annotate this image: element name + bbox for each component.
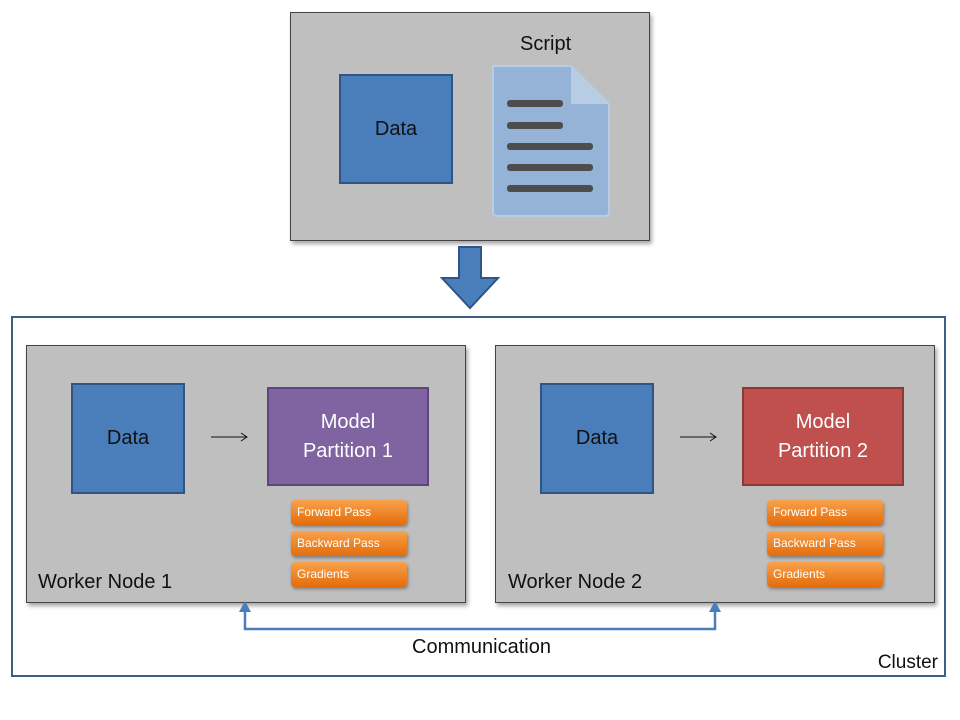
communication-label: Communication	[412, 636, 551, 658]
backward-pass-step: Backward Pass	[767, 531, 883, 556]
gradients-step: Gradients	[767, 562, 883, 587]
communication-connector	[239, 601, 721, 631]
model-partition-2: Model Partition 2	[742, 387, 904, 486]
model-2-line2: Partition 2	[777, 439, 869, 462]
model-2-line1: Model	[795, 410, 851, 433]
model-1-line1: Model	[320, 410, 376, 433]
model-1-line2: Partition 1	[302, 439, 394, 462]
worker-2-data-box: Data	[540, 383, 654, 494]
arrow-right-icon	[211, 432, 248, 442]
worker-1-data-label: Data	[106, 427, 150, 449]
backward-pass-step: Backward Pass	[291, 531, 407, 556]
worker-1-label: Worker Node 1	[38, 571, 173, 593]
input-data-box: Data	[339, 74, 453, 184]
document-icon	[492, 65, 610, 217]
down-arrow-icon	[440, 246, 500, 310]
gradients-step: Gradients	[291, 562, 407, 587]
worker-2-label: Worker Node 2	[508, 571, 643, 593]
input-data-label: Data	[374, 117, 418, 140]
model-partition-1: Model Partition 1	[267, 387, 429, 486]
forward-pass-step: Forward Pass	[291, 500, 407, 525]
script-label: Script	[520, 33, 572, 55]
arrow-right-icon	[680, 432, 717, 442]
worker-2-data-label: Data	[575, 427, 619, 449]
cluster-label: Cluster	[877, 652, 938, 673]
worker-1-data-box: Data	[71, 383, 185, 494]
forward-pass-step: Forward Pass	[767, 500, 883, 525]
